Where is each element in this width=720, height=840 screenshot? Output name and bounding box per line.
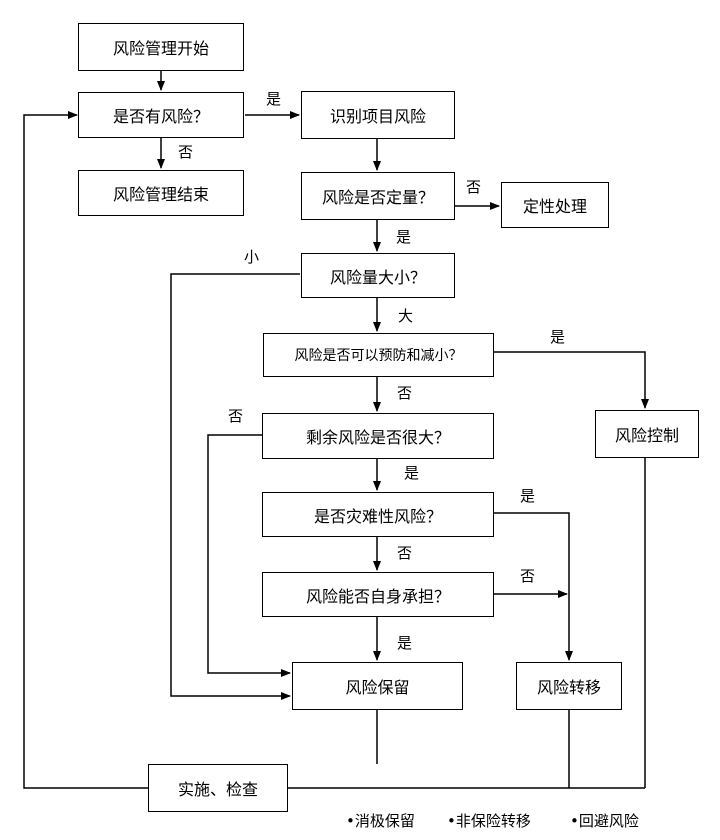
note-retain-1: •消极保留 bbox=[346, 812, 415, 830]
label-yes-control: 是 bbox=[550, 328, 566, 346]
label-yes-transfer: 是 bbox=[520, 487, 536, 505]
label-no-end: 否 bbox=[178, 143, 194, 161]
label-no-retain-side: 否 bbox=[228, 407, 244, 425]
label-no-self-bear: 否 bbox=[397, 544, 413, 562]
node-implement: 实施、检查 bbox=[148, 764, 288, 812]
label-yes-retain: 是 bbox=[397, 634, 413, 652]
node-prevent: 风险是否可以预防和减小？ bbox=[263, 333, 494, 377]
node-implement-label: 实施、检查 bbox=[177, 780, 258, 799]
node-residual: 剩余风险是否很大？ bbox=[262, 413, 494, 459]
node-qualitative: 定性处理 bbox=[501, 182, 609, 228]
node-start-label: 风险管理开始 bbox=[112, 39, 209, 58]
edge-magnitude-retain bbox=[170, 273, 300, 700]
node-magnitude: 风险量大小？ bbox=[301, 253, 455, 298]
edge-feedback-has-risk bbox=[23, 111, 148, 789]
node-transfer: 风险转移 bbox=[516, 662, 622, 710]
label-no-transfer: 否 bbox=[520, 567, 536, 585]
note-transfer-1: •非保险转移 bbox=[447, 812, 531, 830]
node-self-bear-label: 风险能否自身承担？ bbox=[305, 586, 450, 606]
node-end: 风险管理结束 bbox=[78, 170, 244, 216]
edge-residual-retain bbox=[207, 434, 291, 677]
node-catastrophic: 是否灾难性风险？ bbox=[262, 492, 494, 537]
label-no-residual: 否 bbox=[397, 384, 413, 402]
node-magnitude-label: 风险量大小？ bbox=[329, 267, 426, 287]
label-no-qualitative: 否 bbox=[466, 178, 482, 196]
label-small: 小 bbox=[244, 248, 260, 266]
node-retain: 风险保留 bbox=[292, 662, 463, 710]
node-catastrophic-label: 是否灾难性风险？ bbox=[313, 506, 442, 526]
node-has-risk: 是否有风险？ bbox=[78, 92, 244, 138]
node-quantify: 风险是否定量？ bbox=[301, 172, 455, 220]
edge-catastrophic-transfer bbox=[494, 512, 573, 661]
node-end-label: 风险管理结束 bbox=[112, 185, 209, 204]
node-control-label: 风险控制 bbox=[614, 426, 679, 445]
label-large: 大 bbox=[398, 307, 414, 325]
node-residual-label: 剩余风险是否很大？ bbox=[305, 428, 450, 447]
node-identify-label: 识别项目风险 bbox=[329, 107, 426, 126]
note-control-1: •回避风险 bbox=[570, 812, 639, 830]
node-identify: 识别项目风险 bbox=[301, 91, 455, 139]
label-yes-magnitude: 是 bbox=[396, 228, 412, 246]
edge-prevent-control bbox=[494, 351, 649, 409]
label-yes-identify: 是 bbox=[266, 90, 282, 108]
node-self-bear: 风险能否自身承担？ bbox=[262, 572, 494, 617]
node-transfer-label: 风险转移 bbox=[536, 678, 601, 697]
label-yes-catastrophic: 是 bbox=[404, 464, 420, 482]
node-retain-label: 风险保留 bbox=[345, 678, 410, 697]
node-has-risk-label: 是否有风险？ bbox=[112, 107, 209, 126]
node-control: 风险控制 bbox=[595, 410, 699, 458]
node-quantify-label: 风险是否定量？ bbox=[321, 188, 434, 207]
node-prevent-label: 风险是否可以预防和减小？ bbox=[294, 348, 463, 364]
node-qualitative-label: 定性处理 bbox=[522, 197, 587, 216]
node-start: 风险管理开始 bbox=[78, 23, 244, 71]
